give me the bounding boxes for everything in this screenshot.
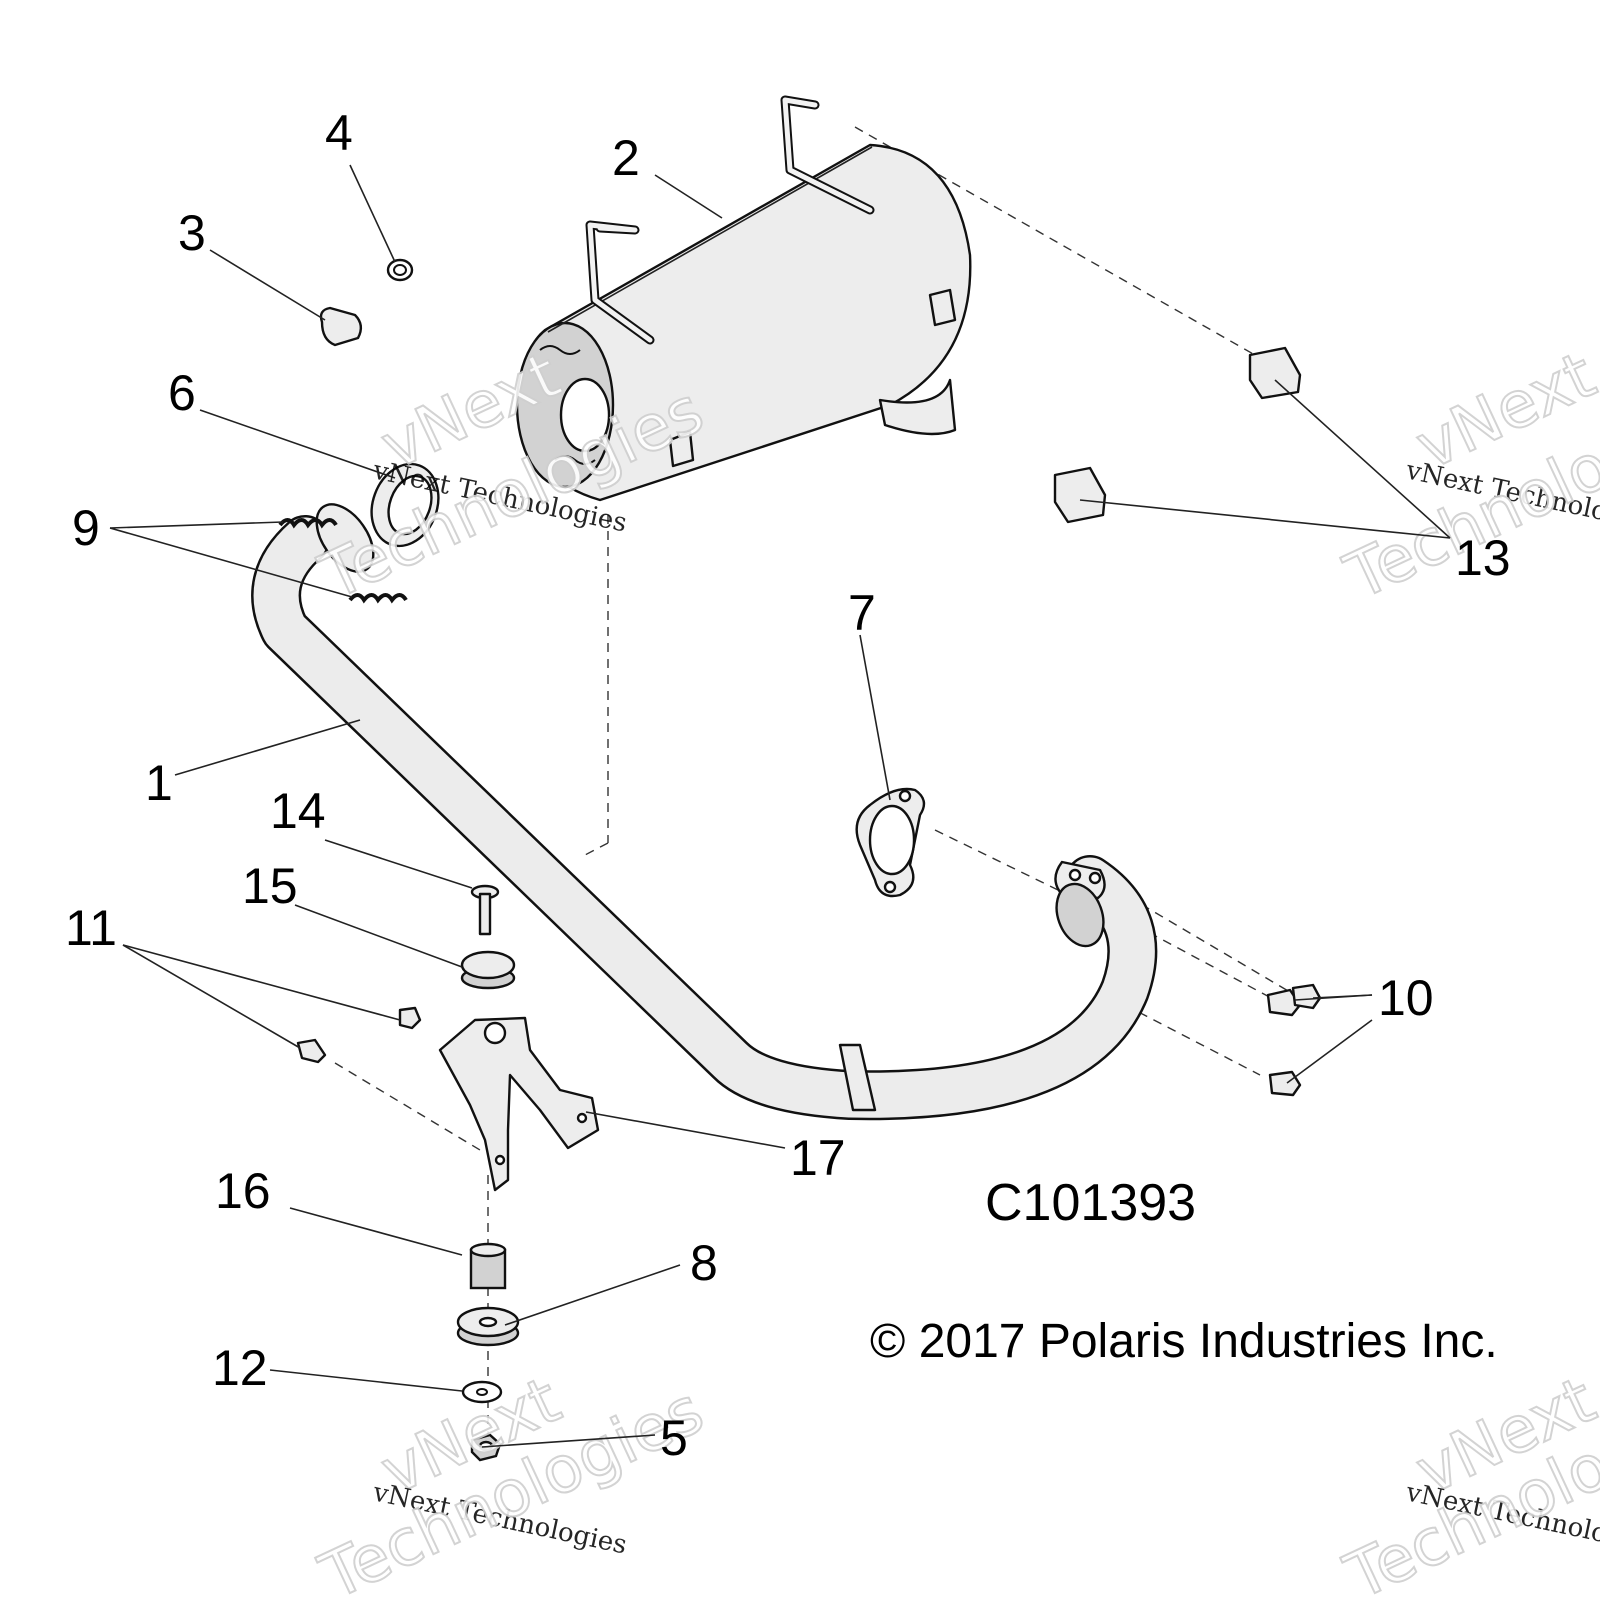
bolt-14 bbox=[470, 884, 500, 936]
callout-15: 15 bbox=[242, 858, 298, 914]
washer-12 bbox=[461, 1380, 503, 1404]
callout-labels: 1 2 3 4 5 6 7 8 9 10 11 12 13 14 15 16 1… bbox=[65, 105, 1511, 1466]
spacer-16 bbox=[469, 1242, 507, 1290]
callout-10: 10 bbox=[1378, 970, 1434, 1026]
callout-3: 3 bbox=[178, 205, 206, 261]
bracket-17 bbox=[438, 1016, 600, 1192]
callout-1: 1 bbox=[145, 755, 173, 811]
exhaust-pipe bbox=[251, 503, 1158, 1121]
callout-11: 11 bbox=[65, 900, 117, 956]
o-ring-inner bbox=[393, 264, 407, 276]
bracket-hole-top bbox=[483, 1021, 507, 1045]
washer-8 bbox=[456, 1306, 520, 1347]
callout-14: 14 bbox=[270, 783, 326, 839]
muffler bbox=[515, 95, 972, 502]
watermark-group-bottom: vNext vNext Technologies Technologies bbox=[309, 1362, 716, 1600]
callout-9: 9 bbox=[72, 500, 100, 556]
grommets bbox=[1053, 346, 1302, 524]
callout-6: 6 bbox=[168, 365, 196, 421]
callout-16: 16 bbox=[215, 1163, 271, 1219]
gasket bbox=[855, 787, 926, 898]
bracket-hole-side bbox=[576, 1112, 588, 1124]
o-ring-part bbox=[386, 258, 414, 282]
springs bbox=[278, 518, 408, 604]
callout-5: 5 bbox=[660, 1410, 688, 1466]
callout-17: 17 bbox=[790, 1130, 846, 1186]
leader-lines bbox=[109, 164, 1451, 1448]
seal-ring bbox=[370, 462, 440, 548]
callout-4: 4 bbox=[325, 105, 353, 161]
watermark-group-bottom-right: vNext vNext Technologies Technologies bbox=[1334, 1362, 1600, 1600]
callout-2: 2 bbox=[612, 130, 640, 186]
bracket-hole-bottom bbox=[494, 1154, 506, 1166]
diagram-reference-code: C101393 bbox=[985, 1174, 1196, 1232]
bolts-10 bbox=[1266, 983, 1322, 1097]
callout-13: 13 bbox=[1455, 530, 1511, 586]
callout-12: 12 bbox=[212, 1340, 268, 1396]
callout-8: 8 bbox=[690, 1235, 718, 1291]
copyright-notice: © 2017 Polaris Industries Inc. bbox=[870, 1315, 1498, 1368]
screws-11 bbox=[296, 1006, 422, 1064]
callout-7: 7 bbox=[848, 585, 876, 641]
cap-part bbox=[319, 306, 363, 347]
washer-15 bbox=[460, 950, 516, 990]
